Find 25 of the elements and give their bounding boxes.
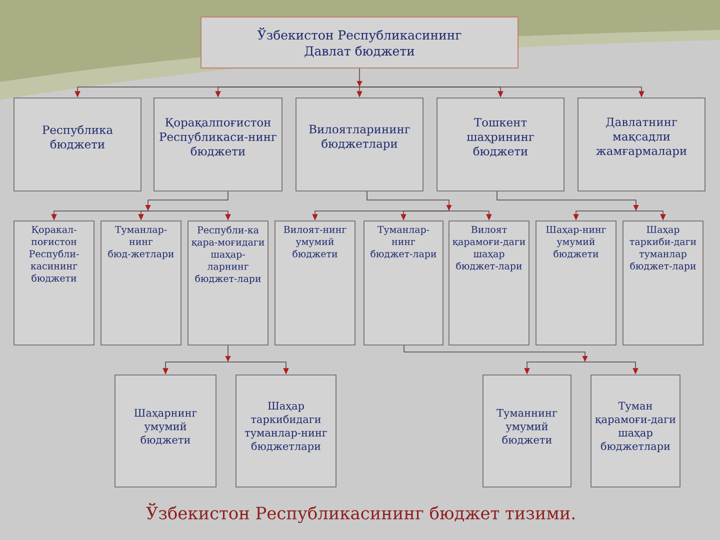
- caption: Ўзбекистон Республикасининг бюджет тизими.: [146, 503, 574, 523]
- budget-box: Туманлар-нинг бюд-жетлари: [100, 220, 182, 346]
- connector-trunk: [356, 68, 362, 88]
- budget-box: Қорақалпоғистон Республикаси-нинг бюджети: [154, 98, 282, 192]
- connector-trunk: [496, 191, 639, 212]
- connector-trunk: [145, 191, 228, 212]
- budget-box: Вилоят-нинг умумий бюджети: [274, 220, 356, 346]
- budget-box: Туман қарамоғи-даги шаҳар бюджетлари: [590, 374, 680, 488]
- budget-box: Вилоят қарамоғи-даги шаҳар бюджет-лари: [448, 220, 530, 346]
- budget-box: Туманнинг умумий бюджети: [482, 374, 572, 488]
- budget-box: Республи-ка қара-моғидаги шаҳар-ларнинг бюджет-лари: [188, 220, 268, 346]
- budget-box: Қоракал-поғистон Республи-касининг бюджети: [14, 220, 94, 346]
- budget-box: Республика бюджети: [14, 98, 142, 192]
- budget-box: Туманлар-нинг бюджет-лари: [364, 220, 444, 346]
- budget-box: Шаҳар-нинг умумий бюджети: [536, 220, 616, 346]
- budget-box: Шаҳар таркибидаги туманлар-нинг бюджетлари: [236, 374, 336, 488]
- budget-box: Шаҳарнинг умумий бюджети: [114, 374, 216, 488]
- connector-trunk: [366, 191, 452, 212]
- budget-box: Шаҳар таркиби-даги туманлар бюджет-лари: [622, 220, 704, 346]
- connector-trunk: [225, 345, 231, 362]
- budget-box: Давлатнинг мақсадли жамғармалари: [578, 98, 706, 192]
- budget-box: Тошкент шаҳрининг бюджети: [436, 98, 564, 192]
- budget-box: Ўзбекистон Республикасининг Давлат бюджети: [200, 16, 518, 68]
- budget-box: Вилоятларининг бюджетлари: [296, 98, 424, 192]
- connector-trunk: [404, 345, 588, 362]
